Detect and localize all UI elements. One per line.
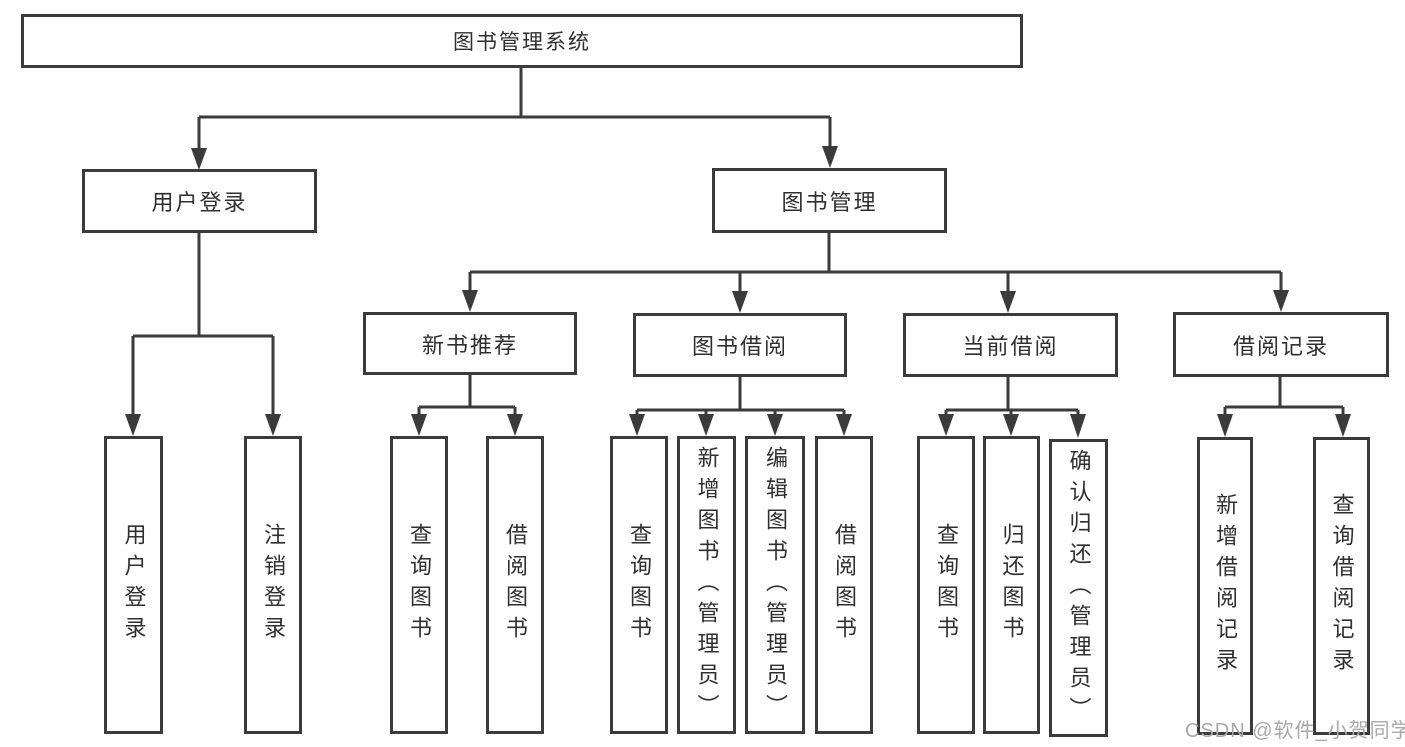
connector-user-login-children — [125, 233, 281, 436]
node-user-login-label: 用户登录 — [151, 190, 248, 215]
leaf-recommend-borrow-books-label: 借阅图书 — [503, 523, 528, 647]
leaf-borrowing-query-books: 查询图书 — [610, 436, 668, 734]
leaf-recommend-query-books: 查询图书 — [390, 436, 448, 734]
connector-root-to-level2 — [191, 68, 838, 170]
connector-book-borrow-children — [629, 377, 852, 436]
leaf-user-login-label: 用户登录 — [121, 523, 147, 647]
node-library-management-system-label: 图书管理系统 — [453, 31, 591, 54]
leaf-return-books-label: 归还图书 — [999, 523, 1025, 647]
node-book-borrowing-label: 图书借阅 — [691, 334, 788, 359]
leaf-logout: 注销登录 — [244, 436, 302, 734]
node-new-book-recommend-label: 新书推荐 — [421, 332, 518, 358]
node-current-borrowing: 当前借阅 — [903, 313, 1118, 377]
leaf-user-login: 用户登录 — [104, 436, 163, 734]
leaf-query-borrow-record: 查询借阅记录 — [1313, 437, 1370, 735]
leaf-edit-books-admin-label: 编辑图书（管理员） — [763, 445, 788, 725]
leaf-add-borrow-record: 新增借阅记录 — [1197, 437, 1253, 735]
node-borrowing-records: 借阅记录 — [1173, 312, 1389, 377]
leaf-add-books-admin: 新增图书（管理员） — [677, 436, 736, 734]
leaf-add-borrow-record-label: 新增借阅记录 — [1213, 493, 1238, 679]
leaf-current-query-books: 查询图书 — [917, 436, 975, 734]
node-user-login: 用户登录 — [82, 169, 317, 233]
leaf-return-books: 归还图书 — [983, 436, 1040, 734]
connector-book-mgmt-children — [462, 233, 1289, 313]
leaf-current-query-books-label: 查询图书 — [934, 523, 959, 647]
leaf-confirm-return-admin-label: 确认归还（管理员） — [1066, 448, 1092, 728]
node-book-management: 图书管理 — [712, 168, 947, 233]
node-new-book-recommend: 新书推荐 — [363, 312, 577, 375]
leaf-confirm-return-admin: 确认归还（管理员） — [1049, 439, 1108, 737]
leaf-query-borrow-record-label: 查询借阅记录 — [1329, 493, 1355, 679]
node-current-borrowing-label: 当前借阅 — [962, 334, 1059, 359]
leaf-borrowing-borrow-books: 借阅图书 — [815, 436, 873, 734]
leaf-add-books-admin-label: 新增图书（管理员） — [694, 445, 720, 725]
connector-new-book-children — [411, 375, 523, 436]
csdn-watermark: CSDN @软件_小贺同学 — [1185, 720, 1405, 742]
leaf-edit-books-admin: 编辑图书（管理员） — [745, 436, 805, 734]
connector-current-borrow-children — [938, 377, 1086, 438]
node-borrowing-records-label: 借阅记录 — [1232, 333, 1329, 359]
node-book-management-label: 图书管理 — [781, 189, 878, 215]
node-library-management-system: 图书管理系统 — [21, 14, 1023, 68]
leaf-borrowing-query-books-label: 查询图书 — [627, 523, 652, 647]
leaf-recommend-query-books-label: 查询图书 — [407, 523, 432, 647]
connector-borrow-record-children — [1217, 377, 1351, 437]
leaf-logout-label: 注销登录 — [261, 523, 286, 647]
leaf-borrowing-borrow-books-label: 借阅图书 — [832, 523, 857, 647]
node-book-borrowing: 图书借阅 — [633, 313, 847, 377]
leaf-recommend-borrow-books: 借阅图书 — [486, 436, 544, 734]
